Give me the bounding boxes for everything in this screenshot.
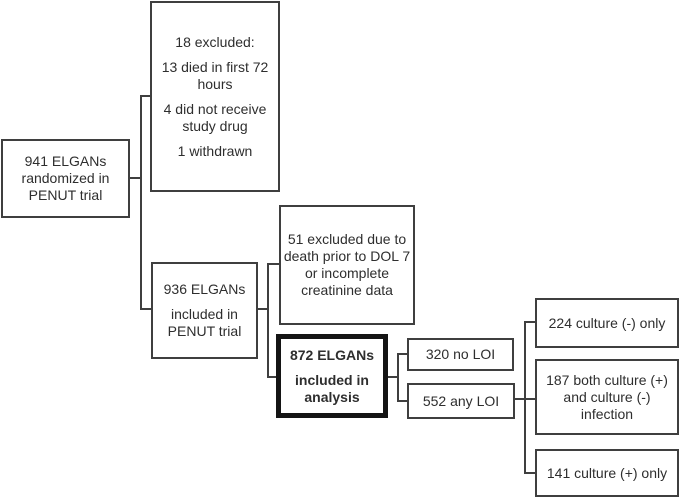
box-text-line: 941 ELGANs <box>24 153 107 169</box>
box-text-line: hours <box>197 75 233 92</box>
connector-branch1-vertical <box>140 95 142 310</box>
box-culture-both-187: 187 both culture (+) and culture (-) inf… <box>535 359 679 435</box>
box-text-line: creatinine data <box>301 282 393 298</box>
box-text-line: PENUT trial <box>28 187 103 203</box>
box-culture-negative-224: 224 culture (-) only <box>535 298 679 348</box>
connector-to-excluded51 <box>267 263 280 265</box>
box-text-line: 187 both culture (+) <box>546 371 668 388</box>
box-text-line: 13 died in first 72 <box>161 58 269 75</box>
box-text-line: 936 ELGANs <box>163 281 246 297</box>
connector-analysis872-out <box>387 376 398 378</box>
box-text-line: 1 withdrawn <box>177 142 253 159</box>
box-excluded-51: 51 excluded due to death prior to DOL 7 … <box>279 205 415 325</box>
box-text-line: 141 culture (+) only <box>546 464 668 481</box>
box-text-line: death prior to DOL 7 <box>283 248 411 264</box>
connector-to-anyloi <box>397 400 408 402</box>
box-text-line: 872 ELGANs <box>289 346 375 363</box>
connector-to-culture-positive <box>524 472 536 474</box>
box-analysis-872: 872 ELGANs included in analysis <box>276 334 388 418</box>
box-text-line: or incomplete <box>304 265 390 281</box>
box-text-line: study drug <box>182 117 248 134</box>
connector-to-analysis872 <box>267 376 278 378</box>
connector-to-noloi <box>397 353 408 355</box>
box-text-line: and culture (-) <box>563 388 651 405</box>
box-text-line: randomized in <box>21 170 110 186</box>
box-randomized-941: 941 ELGANs randomized in PENUT trial <box>1 139 130 218</box>
box-text-line: 552 any LOI <box>422 392 500 409</box>
box-text-line: 51 excluded due to <box>287 231 407 247</box>
box-text-line: 18 excluded: <box>175 33 255 50</box>
box-no-loi-320: 320 no LOI <box>407 338 514 371</box>
box-text-line: 224 culture (-) only <box>548 314 666 331</box>
box-culture-positive-141: 141 culture (+) only <box>535 449 679 497</box>
connector-branch2-vertical <box>267 264 269 378</box>
connector-to-excluded18 <box>140 95 152 97</box>
box-text-line: PENUT trial <box>167 323 242 339</box>
connector-branch4-vertical <box>524 322 526 474</box>
box-included-936: 936 ELGANs included in PENUT trial <box>151 262 258 359</box>
box-any-loi-552: 552 any LOI <box>407 383 515 419</box>
connector-to-culture-negative <box>524 321 536 323</box>
box-text-line: infection <box>580 405 634 422</box>
box-text-line: 320 no LOI <box>425 346 496 362</box>
box-text-line: 4 did not receive <box>163 100 267 117</box>
box-text-line: analysis <box>304 388 360 405</box>
connector-branch3-vertical <box>397 353 399 402</box>
connector-randomized-out <box>130 177 142 179</box>
box-text-line: included in <box>295 371 369 388</box>
connector-included936-out <box>256 308 269 310</box>
box-text-line: included in <box>171 306 238 322</box>
box-excluded-18: 18 excluded: 13 died in first 72 hours 4… <box>150 1 280 192</box>
connector-to-included936 <box>140 308 153 310</box>
